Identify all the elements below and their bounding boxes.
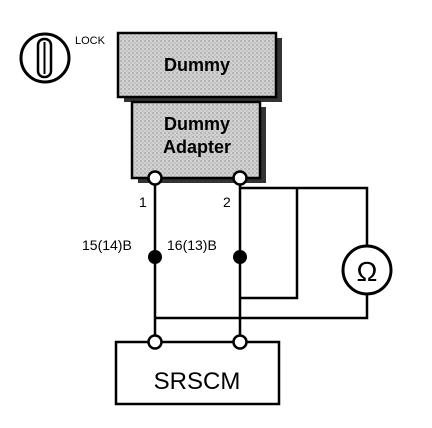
wire-b-label: 16(13)B	[167, 237, 217, 253]
srscm-label: SRSCM	[154, 368, 241, 395]
ohmmeter-lead-bottom	[155, 294, 369, 320]
adapter-label-line2: Adapter	[163, 137, 231, 157]
srscm-pin-left	[147, 334, 163, 350]
wiring	[153, 184, 369, 342]
srscm-pin-right	[232, 334, 248, 350]
dummy-box: Dummy	[116, 31, 282, 102]
ohmmeter-lead-inner	[240, 188, 299, 300]
ohm-symbol: Ω	[357, 256, 378, 287]
terminal-2-label: 2	[223, 194, 231, 210]
srscm-box: SRSCM	[114, 334, 281, 406]
wire-a-label: 15(14)B	[82, 237, 132, 253]
terminal-1-label: 1	[139, 194, 147, 210]
ignition-key-icon	[19, 32, 71, 84]
dummy-label: Dummy	[164, 55, 230, 75]
dummy-adapter-box: Dummy Adapter	[130, 100, 266, 183]
ohmmeter-lead-outer	[297, 186, 369, 246]
junction-dot-left	[148, 250, 162, 264]
terminal-1	[147, 170, 163, 186]
ohmmeter-icon: Ω	[341, 244, 393, 296]
junction-dot-right	[233, 250, 247, 264]
adapter-label-line1: Dummy	[164, 114, 230, 134]
terminal-2	[232, 170, 248, 186]
lock-label: LOCK	[75, 35, 106, 47]
